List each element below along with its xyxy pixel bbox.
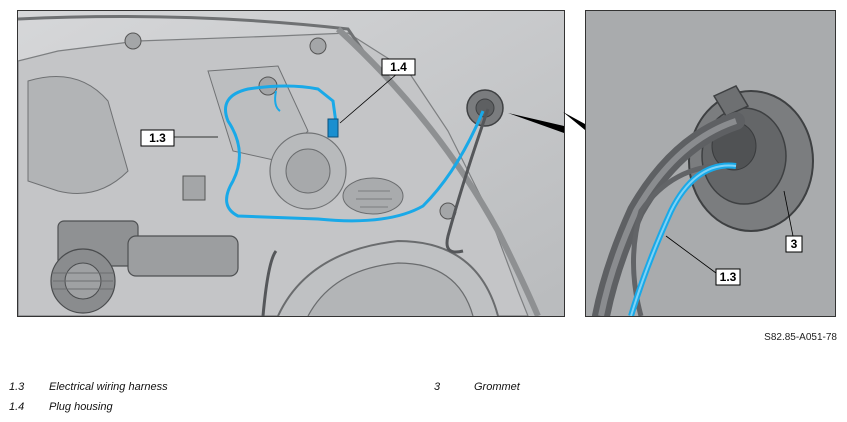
- grommet-detail-drawing: 3 1.3: [586, 11, 835, 316]
- grey-cable-lower: [261, 250, 278, 316]
- zoom-indicator: [508, 113, 564, 133]
- legend-number: 1.3: [9, 381, 25, 393]
- zoom-connector-wedge: [563, 112, 585, 130]
- lower-speaker-inner: [307, 262, 474, 316]
- legend-text: Plug housing: [49, 401, 113, 413]
- grey-cable-highlight: [598, 118, 737, 316]
- grey-cable-thin: [631, 163, 737, 316]
- legend-text: Electrical wiring harness: [49, 381, 168, 393]
- callout-grommet: 3: [791, 237, 798, 251]
- speaker-mount-inner: [285, 148, 331, 194]
- window-frame-rail: [18, 15, 365, 52]
- callout-box-harness-detail: [715, 268, 741, 286]
- legend-item: 3 Grommet: [434, 381, 734, 395]
- callout-harness-detail: 1.3: [720, 270, 737, 284]
- callout-box-harness: [140, 129, 175, 147]
- leader-harness-detail: [665, 235, 717, 274]
- gear-teeth: [53, 272, 113, 290]
- legend-item: 1.3 Electrical wiring harness: [9, 381, 309, 395]
- legend-number: 3: [434, 381, 441, 393]
- zoom-connector: [563, 112, 585, 130]
- legend-number: 1.4: [9, 401, 25, 413]
- grommet-tab: [712, 85, 750, 117]
- panel-cutout-left: [27, 76, 129, 194]
- callout-plug-housing: 1.4: [390, 60, 407, 74]
- legend-text: Grommet: [474, 381, 520, 393]
- drain-cutout: [342, 177, 404, 215]
- retaining-clip-1: [124, 32, 142, 50]
- callout-harness: 1.3: [149, 131, 166, 145]
- leader-grommet: [783, 190, 794, 237]
- plug-housing: [327, 118, 339, 138]
- window-motor-body: [127, 235, 239, 277]
- leader-plug-housing: [339, 72, 399, 124]
- harness-branch: [274, 90, 281, 112]
- wiring-harness-highlight: [630, 164, 737, 316]
- retaining-clip-2: [309, 37, 327, 55]
- legend-item: 1.4 Plug housing: [9, 401, 309, 415]
- bracket-block: [182, 175, 206, 201]
- callout-box-grommet: [785, 235, 803, 253]
- drain-ribs: [356, 190, 392, 208]
- wiring-harness: [224, 84, 485, 223]
- grey-cable: [445, 108, 490, 254]
- door-interior-illustration: 1.3 1.4: [17, 10, 565, 317]
- callout-box-plug-housing: [381, 58, 416, 76]
- door-interior-drawing: 1.3 1.4: [18, 11, 564, 316]
- figure-code: S82.85-A051-78: [764, 332, 837, 343]
- grommet-detail-illustration: 3 1.3: [585, 10, 836, 317]
